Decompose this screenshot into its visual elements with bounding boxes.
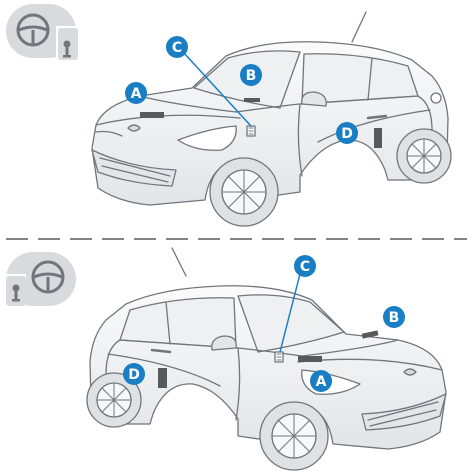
svg-text:C: C — [300, 259, 310, 275]
callout-d-bottom: D — [123, 363, 145, 385]
callout-b-top: B — [240, 64, 262, 86]
svg-text:D: D — [128, 367, 140, 383]
callout-a-top: A — [125, 82, 147, 104]
svg-text:B: B — [246, 68, 257, 84]
label-plate-d-bottom — [158, 368, 167, 388]
label-plate-d-top — [374, 128, 382, 148]
callout-d-top: D — [336, 122, 358, 144]
callout-c-top: C — [166, 36, 188, 58]
label-plate-b-bottom — [361, 330, 379, 339]
car-front-view — [91, 11, 452, 227]
svg-text:A: A — [131, 86, 142, 102]
svg-text:B: B — [389, 310, 400, 326]
top-panel: A B C D — [6, 4, 452, 227]
callout-a-bottom: A — [310, 370, 332, 392]
callout-c-bottom: C — [294, 255, 316, 277]
label-plate-a-top — [140, 112, 164, 118]
callout-b-bottom: B — [383, 306, 405, 328]
steering-wheel-right-icon — [4, 252, 76, 310]
car-front-view-mirrored — [86, 247, 447, 471]
svg-text:D: D — [341, 126, 353, 142]
bottom-panel: A B C D — [4, 247, 447, 471]
svg-text:C: C — [172, 40, 182, 56]
steering-wheel-left-icon — [6, 4, 78, 62]
svg-text:A: A — [316, 374, 327, 390]
label-plate-b-top — [244, 98, 260, 102]
label-plate-a-bottom — [298, 356, 322, 362]
